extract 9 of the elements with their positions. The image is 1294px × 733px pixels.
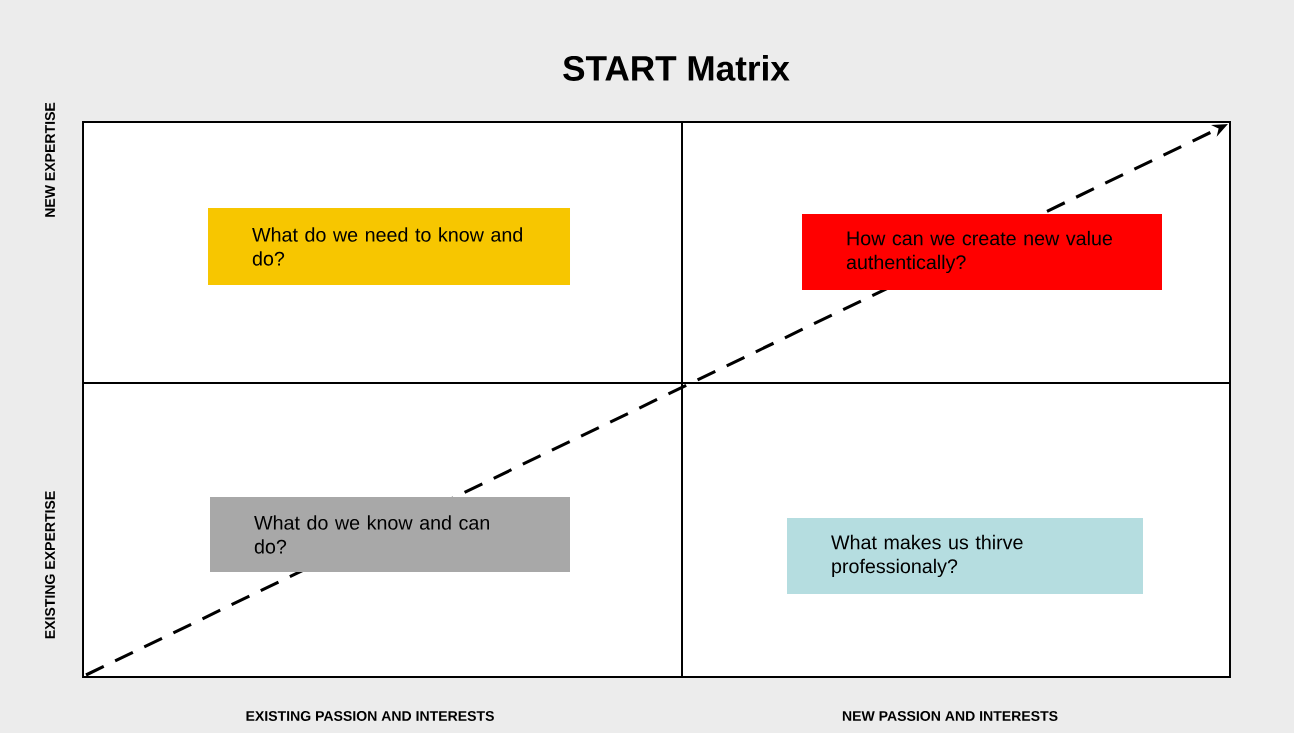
axis-label: NEW EXPERTISE	[45, 102, 55, 217]
sticky-note: What do we know and can do?	[210, 496, 570, 572]
axis-label: NEW PASSION AND INTERESTS	[842, 711, 1058, 721]
axis-label: EXISTING EXPERTISE	[45, 491, 55, 639]
sticky-note: What makes us thirve professionaly?	[787, 518, 1143, 594]
axis-label: EXISTING PASSION AND INTERESTS	[246, 711, 494, 721]
sticky-note: What do we need to know and do?	[208, 207, 570, 285]
sticky-note: How can we create new value authentically?	[802, 214, 1162, 290]
title: START Matrix	[563, 55, 790, 81]
